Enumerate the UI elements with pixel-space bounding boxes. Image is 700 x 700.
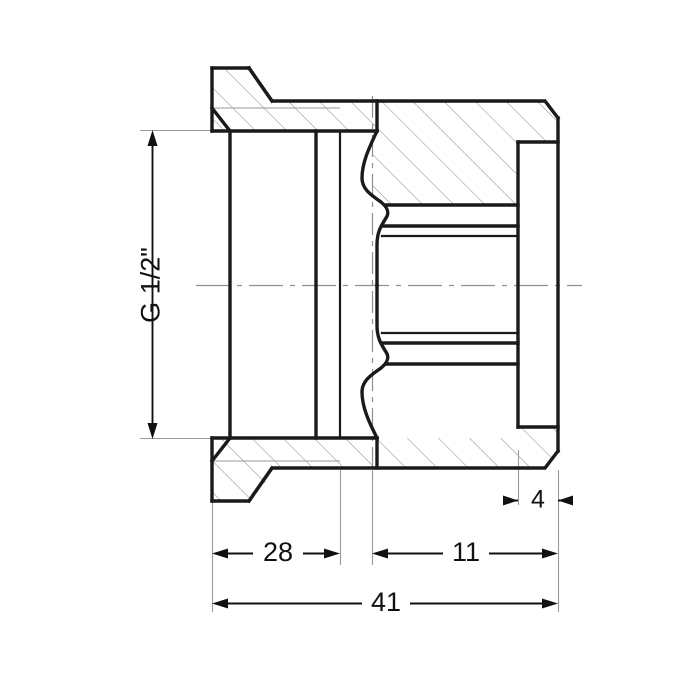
chamfer-upper-flange-step bbox=[246, 65, 275, 104]
arrowhead-11-right bbox=[542, 548, 558, 559]
chamfer-upper-left-inner bbox=[209, 105, 233, 134]
part-outline bbox=[209, 65, 561, 504]
dimension-11: 11 bbox=[372, 537, 558, 569]
arrowhead-4-right bbox=[558, 495, 573, 506]
dim-label-11: 11 bbox=[452, 537, 480, 567]
arrowhead-thread-top bbox=[147, 130, 158, 146]
dim-label-28-backdrop bbox=[253, 538, 303, 569]
dimension-28: 28 bbox=[212, 537, 340, 569]
chamfer-lower-flange-step bbox=[246, 465, 275, 504]
dim-label-11-backdrop bbox=[443, 538, 489, 569]
arrowhead-28-left bbox=[212, 548, 228, 559]
dim-label-4: 4 bbox=[531, 486, 545, 514]
dimension-4: 4 bbox=[503, 486, 573, 514]
dim-label-41: 41 bbox=[371, 587, 401, 617]
dim-label-41-backdrop bbox=[362, 588, 410, 619]
dimension-41: 41 bbox=[212, 587, 558, 619]
thread-crest-profile-lower bbox=[360, 283, 390, 441]
thread-crest-profile-upper bbox=[360, 128, 390, 287]
dim-label-thread-size: G 1/2" bbox=[136, 247, 166, 323]
arrowhead-41-left bbox=[212, 598, 228, 609]
dim-label-28: 28 bbox=[263, 537, 293, 567]
chamfer-lower-left-inner bbox=[209, 435, 233, 464]
arrowhead-4-left bbox=[503, 495, 518, 506]
arrowhead-thread-bottom bbox=[147, 423, 158, 439]
arrowhead-28-right bbox=[324, 548, 340, 559]
arrowhead-41-right bbox=[542, 598, 558, 609]
extension-lines bbox=[140, 107, 560, 612]
arrowhead-11-left bbox=[372, 548, 388, 559]
dimension-thread-size: G 1/2" bbox=[136, 130, 166, 439]
